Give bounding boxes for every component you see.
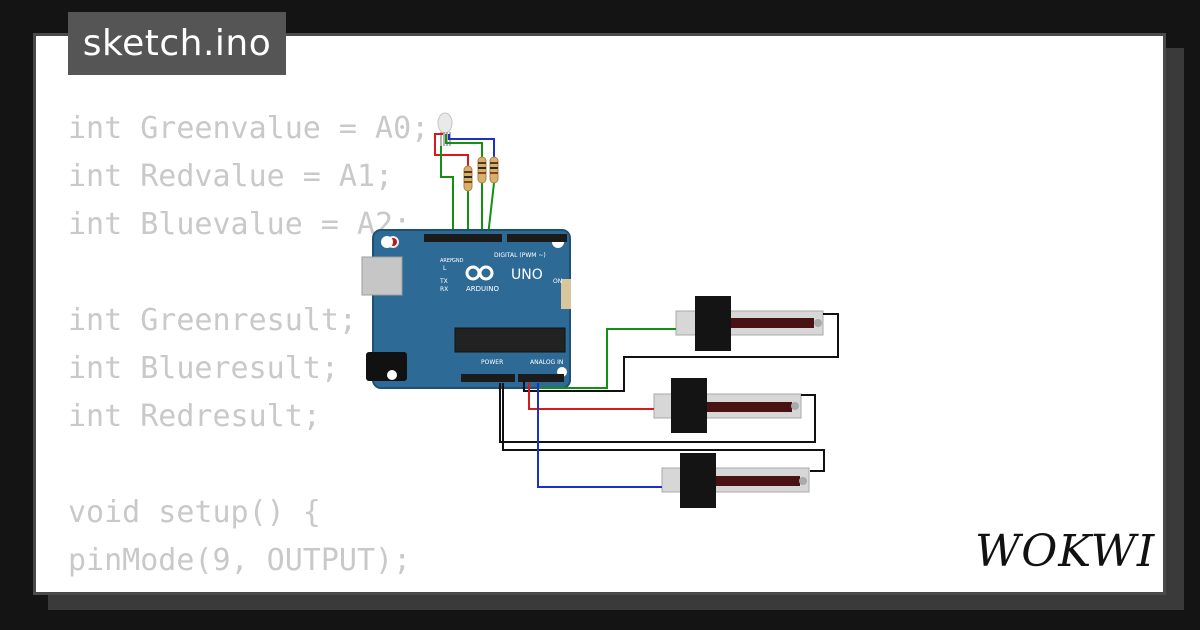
led-wiring xyxy=(434,133,495,237)
resistor-body xyxy=(463,165,473,192)
analog-header[interactable] xyxy=(518,374,564,382)
black-supply-wire xyxy=(523,313,839,392)
gnd-label: GND xyxy=(452,258,464,264)
usb-port xyxy=(361,256,403,296)
code-line: int Redvalue = A1; xyxy=(68,159,394,194)
resistor-wire xyxy=(487,182,495,237)
wokwi-logo[interactable]: WOKWI xyxy=(975,526,1156,577)
rgb-led-body xyxy=(437,112,453,134)
board-brand-label: ARDUINO xyxy=(466,285,499,293)
green-ground-wire xyxy=(440,146,454,236)
digital-header-right[interactable] xyxy=(507,234,567,242)
black-ground-wire xyxy=(499,383,816,443)
digital-header-label: DIGITAL (PWM ~) xyxy=(494,252,546,259)
black-ground-wire xyxy=(502,383,825,472)
resistor-band xyxy=(478,167,486,169)
potentiometer-knob[interactable] xyxy=(695,296,731,351)
resistor-body xyxy=(477,156,487,184)
resistor-band xyxy=(490,162,498,164)
arduino-uno-board[interactable]: AREF GND DIGITAL (PWM ~) L TX RX UNO ARD… xyxy=(361,229,571,389)
rx-label: RX xyxy=(440,286,448,293)
mounting-hole xyxy=(387,370,397,380)
resistor[interactable] xyxy=(489,156,499,184)
tx-label: TX xyxy=(439,278,448,285)
code-line: int Redresult; xyxy=(68,399,321,434)
resistor[interactable] xyxy=(463,165,473,192)
red-wire xyxy=(434,133,469,166)
board-model-label: UNO xyxy=(511,267,543,283)
blue-signal-wire xyxy=(537,383,662,488)
file-tab-sketch-ino[interactable]: sketch.ino xyxy=(68,12,286,75)
resistor-band xyxy=(478,162,486,164)
code-line: int Greenvalue = A0; xyxy=(68,111,430,146)
potentiometer-wiring xyxy=(499,313,839,488)
potentiometer-track xyxy=(682,402,792,412)
analog-header-label: ANALOG IN xyxy=(530,359,563,366)
arduino-logo-right xyxy=(478,265,494,281)
resistor-band xyxy=(490,172,498,174)
icsp-header xyxy=(561,279,571,309)
code-line: pinMode(10, OUTPUT); xyxy=(68,585,429,592)
code-line: int Blueresult; xyxy=(68,351,339,386)
green-signal-wire xyxy=(538,328,676,389)
on-label: ON xyxy=(553,278,562,285)
resistor-band xyxy=(464,181,472,183)
code-line: pinMode(9, OUTPUT); xyxy=(68,543,412,578)
potentiometer-track xyxy=(690,476,800,486)
mounting-hole xyxy=(381,236,393,248)
microcontroller-chip xyxy=(454,327,566,353)
resistor-band xyxy=(478,172,486,174)
power-header-label: POWER xyxy=(481,359,503,366)
slide-potentiometer-blue[interactable] xyxy=(661,453,810,508)
code-line: int Bluevalue = A2; xyxy=(68,207,412,242)
resistor-band xyxy=(464,176,472,178)
resistor-band xyxy=(464,171,472,173)
resistor-band xyxy=(490,167,498,169)
power-header[interactable] xyxy=(461,374,515,382)
code-editor[interactable]: int Greenvalue = A0; int Redvalue = A1; in… xyxy=(68,105,430,592)
editor-card: int Greenvalue = A0; int Redvalue = A1; in… xyxy=(33,33,1166,595)
resistor-body xyxy=(489,156,499,184)
potentiometer-screw xyxy=(799,477,807,485)
green-wire xyxy=(445,134,483,157)
potentiometer-screw xyxy=(791,402,799,410)
resistor[interactable] xyxy=(477,156,487,184)
blue-wire xyxy=(448,134,495,157)
power-jack xyxy=(366,352,407,381)
slide-potentiometer-green[interactable] xyxy=(675,296,824,351)
slide-potentiometer-red[interactable] xyxy=(653,378,802,433)
aref-label: AREF xyxy=(440,258,453,264)
digital-header-left[interactable] xyxy=(424,234,502,242)
potentiometer-track xyxy=(704,318,814,328)
potentiometer-knob[interactable] xyxy=(680,453,716,508)
potentiometer-knob[interactable] xyxy=(671,378,707,433)
potentiometer-screw xyxy=(814,319,822,327)
code-line: void setup() { xyxy=(68,495,321,530)
red-signal-wire xyxy=(528,383,654,410)
l-label: L xyxy=(443,265,447,272)
code-line: int Greenresult; xyxy=(68,303,357,338)
